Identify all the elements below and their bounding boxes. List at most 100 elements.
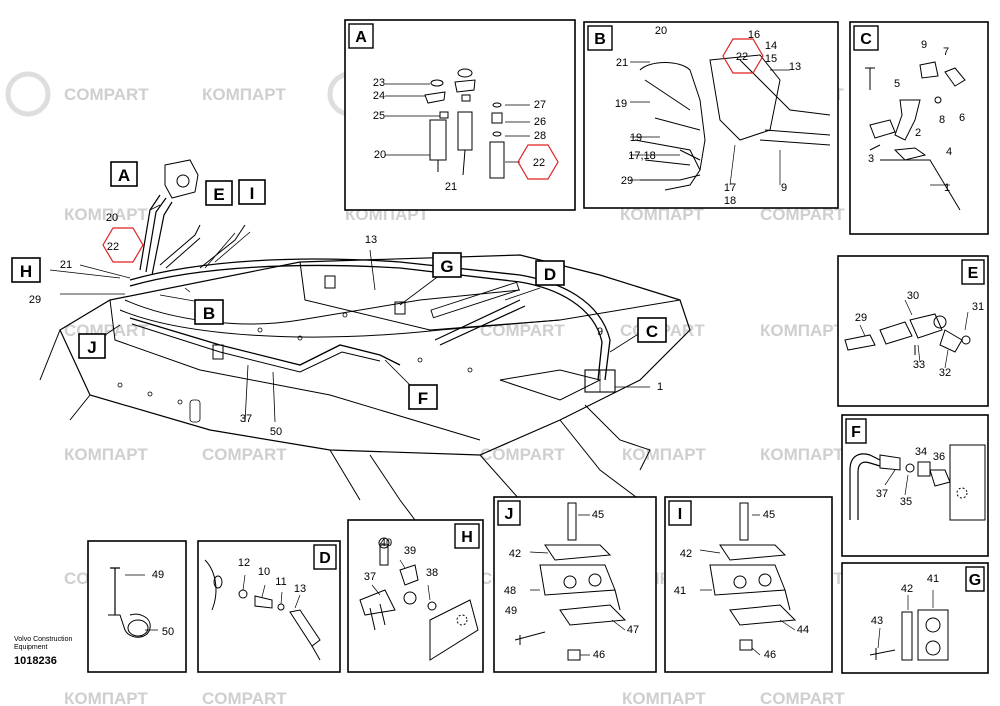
part-number: 37	[876, 488, 888, 500]
part-number: 17,18	[628, 150, 656, 162]
callout-label: F	[418, 389, 428, 408]
part-number: 37	[364, 571, 376, 583]
watermark-text: COMPART	[480, 445, 565, 464]
part-number: 43	[871, 615, 883, 627]
callout-label: I	[250, 184, 255, 203]
part-number: 27	[534, 99, 546, 111]
panel-letter: E	[968, 265, 979, 282]
panel-letter: C	[860, 31, 872, 48]
part-number: 38	[426, 567, 438, 579]
watermark-text: COMPART	[480, 321, 565, 340]
part-number: 14	[765, 40, 777, 52]
callout-g[interactable]: G	[432, 252, 462, 278]
detail-panel-a: A 23 24 25 20 21 27 26 28 22	[344, 19, 576, 211]
part-number: 19	[615, 98, 627, 110]
callout-c[interactable]: C	[637, 317, 667, 343]
part-number: 29	[29, 294, 41, 306]
manufacturer-line: Volvo Construction	[14, 636, 73, 643]
watermark-text: COMPART	[760, 205, 845, 224]
part-number: 11	[275, 576, 286, 588]
part-number: 23	[373, 77, 385, 89]
part-number: 10	[258, 566, 270, 578]
part-number: 22	[107, 241, 119, 253]
part-number: 21	[616, 57, 628, 69]
detail-panel-h: H 40 39 37 38	[347, 519, 484, 673]
part-number: 21	[445, 181, 457, 193]
part-number: 36	[933, 451, 945, 463]
callout-h[interactable]: H	[11, 257, 41, 283]
part-number: 37	[240, 413, 252, 425]
drawing-number: 1018236	[14, 655, 57, 667]
callout-d[interactable]: D	[535, 260, 565, 286]
manufacturer-label: Volvo Construction Equipment	[14, 636, 72, 652]
detail-panel-b: B 20 16 22 14 15 21 13 19 19 17,18 29 17…	[583, 21, 839, 209]
part-number: 15	[765, 53, 777, 65]
part-number: 3	[868, 153, 874, 165]
part-number: 20	[655, 25, 667, 37]
main-callouts: A E I H B J G D C F 22 20 21 29 13 9 1 3…	[11, 161, 667, 438]
callout-label: A	[118, 166, 130, 185]
part-number: 13	[294, 583, 306, 595]
panel-letter: D	[319, 550, 331, 567]
part-number: 6	[959, 112, 965, 124]
part-number: 19	[630, 132, 642, 144]
part-number: 1	[657, 381, 663, 393]
part-number: 31	[972, 301, 984, 313]
part-number: 16	[748, 29, 760, 41]
part-number: 42	[901, 583, 913, 595]
part-number: 30	[907, 290, 919, 302]
watermark-text: КОМПАРТ	[622, 689, 706, 706]
part-number: 9	[597, 326, 603, 338]
part-number: 17	[724, 182, 736, 194]
part-number: 41	[674, 585, 686, 597]
part-number: 29	[855, 312, 867, 324]
callout-a[interactable]: A	[110, 161, 138, 187]
part-number: 13	[789, 61, 801, 73]
callout-j[interactable]: J	[78, 333, 106, 359]
watermark-text: КОМПАРТ	[760, 445, 844, 464]
callout-e[interactable]: E	[205, 180, 233, 206]
callout-label: C	[646, 322, 658, 341]
part-number: 20	[106, 212, 118, 224]
panel-letter: I	[678, 506, 682, 523]
panel-letter: H	[461, 529, 473, 546]
part-number: 42	[509, 548, 521, 560]
callout-b[interactable]: B	[194, 299, 224, 325]
part-number: 39	[404, 545, 416, 557]
detail-panel-c: C 9 7 5 6 8 2 3 4 1	[849, 21, 989, 235]
callout-label: D	[544, 265, 556, 284]
detail-panel-e: E 30 31 29 33 32	[837, 255, 989, 407]
part-number: 50	[162, 626, 174, 638]
part-number: 9	[781, 182, 787, 194]
part-number: 1	[944, 182, 950, 194]
part-number: 44	[797, 624, 809, 636]
detail-panel-g: G 42 41 43	[841, 562, 989, 674]
watermark-text: COMPART	[64, 321, 149, 340]
panel-letter: F	[851, 424, 861, 441]
part-number: 24	[373, 90, 385, 102]
part-number: 46	[764, 649, 776, 661]
part-number: 35	[900, 496, 912, 508]
part-number: 40	[380, 537, 392, 549]
part-number: 22	[533, 157, 545, 169]
part-number: 26	[534, 116, 546, 128]
part-number: 49	[152, 569, 164, 581]
detail-panel-d: D 12 10 11 13	[197, 540, 341, 673]
panel-letter: B	[594, 31, 606, 48]
part-number: 50	[270, 426, 282, 438]
watermark-text: КОМПАРТ	[620, 205, 704, 224]
part-number: 45	[592, 509, 604, 521]
watermark-text: COMPART	[760, 689, 845, 706]
marking-hexagon	[102, 227, 144, 263]
callout-label: H	[20, 262, 32, 281]
part-number: 18	[724, 195, 736, 207]
watermark-text: КОМПАРТ	[64, 205, 148, 224]
callout-f[interactable]: F	[408, 384, 438, 410]
part-number: 33	[913, 359, 925, 371]
part-number: 47	[627, 624, 639, 636]
part-number: 34	[915, 446, 927, 458]
callout-i[interactable]: I	[238, 179, 266, 205]
part-number: 12	[238, 557, 250, 569]
panel-letter: G	[969, 572, 981, 589]
part-number: 8	[939, 114, 945, 126]
